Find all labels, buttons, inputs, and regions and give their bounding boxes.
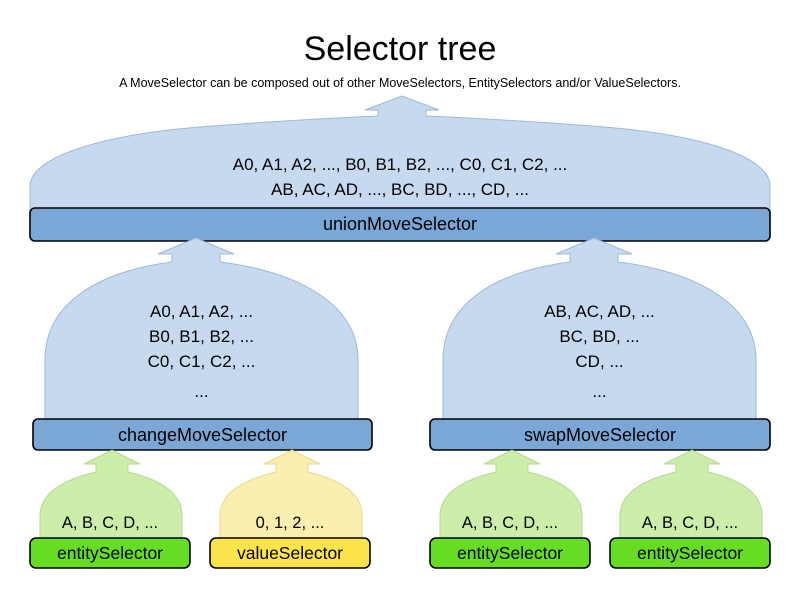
- entity-selector-swap-left-bar[interactable]: [429, 537, 591, 569]
- entity-selector-change-dome: [39, 449, 183, 547]
- union-move-selector-line-1: AB, AC, AD, ..., BC, BD, ..., CD, ...: [271, 180, 529, 199]
- value-selector-change-lines: 0, 1, 2, ...: [210, 511, 370, 536]
- swap-move-selector-line-1: BC, BD, ...: [559, 327, 640, 346]
- page-subtitle: A MoveSelector can be composed out of ot…: [119, 76, 681, 90]
- value-selector-change-bar[interactable]: [209, 537, 371, 569]
- change-move-selector-line-0: A0, A1, A2, ...: [149, 302, 253, 321]
- union-move-selector-label: unionMoveSelector: [322, 214, 478, 234]
- swap-move-selector-line-3: ...: [592, 382, 607, 401]
- entity-selector-swap-right-dome: [619, 449, 763, 547]
- swap-move-selector-line-0: AB, AC, AD, ...: [544, 302, 655, 321]
- swap-move-selector-label: swapMoveSelector: [523, 425, 677, 445]
- value-selector-change-line-0: 0, 1, 2, ...: [255, 514, 325, 532]
- entity-selector-swap-left-line-0: A, B, C, D, ...: [461, 514, 559, 532]
- union-move-selector-line-0: A0, A1, A2, ..., B0, B1, B2, ..., C0, C1…: [232, 155, 568, 174]
- change-move-selector-dome: [44, 237, 359, 429]
- entity-selector-swap-right-label: entitySelector: [636, 543, 744, 563]
- swap-move-selector-lines: AB, AC, AD, ... BC, BD, ... CD, ... ...: [443, 299, 756, 410]
- union-move-selector-bar[interactable]: [29, 207, 771, 242]
- union-move-selector-lines: A0, A1, A2, ..., B0, B1, B2, ..., C0, C1…: [30, 152, 770, 202]
- entity-selector-swap-left-lines: A, B, C, D, ...: [430, 511, 590, 536]
- entity-selector-swap-left-dome: [439, 449, 583, 547]
- change-move-selector-bar[interactable]: [32, 418, 373, 451]
- change-move-selector-line-3: ...: [194, 382, 209, 401]
- value-selector-change-dome: [219, 449, 363, 547]
- change-move-selector-line-2: C0, C1, C2, ...: [147, 352, 256, 371]
- entity-selector-change-bar[interactable]: [29, 537, 191, 569]
- change-move-selector-line-1: B0, B1, B2, ...: [149, 327, 254, 346]
- entity-selector-swap-left-label: entitySelector: [456, 543, 564, 563]
- diagram-header: Selector tree A MoveSelector can be comp…: [0, 0, 800, 91]
- value-selector-change-label: valueSelector: [236, 543, 344, 563]
- entity-selector-swap-right-bar[interactable]: [609, 537, 771, 569]
- entity-selector-change-line-0: A, B, C, D, ...: [61, 514, 159, 532]
- entity-selector-swap-right-line-0: A, B, C, D, ...: [641, 514, 739, 532]
- swap-move-selector-dome: [442, 237, 757, 429]
- swap-move-selector-line-2: CD, ...: [575, 352, 624, 371]
- change-move-selector-lines: A0, A1, A2, ... B0, B1, B2, ... C0, C1, …: [45, 299, 358, 410]
- entity-selector-swap-right-lines: A, B, C, D, ...: [610, 511, 770, 536]
- union-move-selector-dome: [29, 95, 771, 216]
- entity-selector-change-lines: A, B, C, D, ...: [30, 511, 190, 536]
- page-title: Selector tree: [303, 30, 497, 68]
- entity-selector-change-label: entitySelector: [56, 543, 164, 563]
- change-move-selector-label: changeMoveSelector: [117, 425, 288, 445]
- swap-move-selector-bar[interactable]: [429, 418, 771, 451]
